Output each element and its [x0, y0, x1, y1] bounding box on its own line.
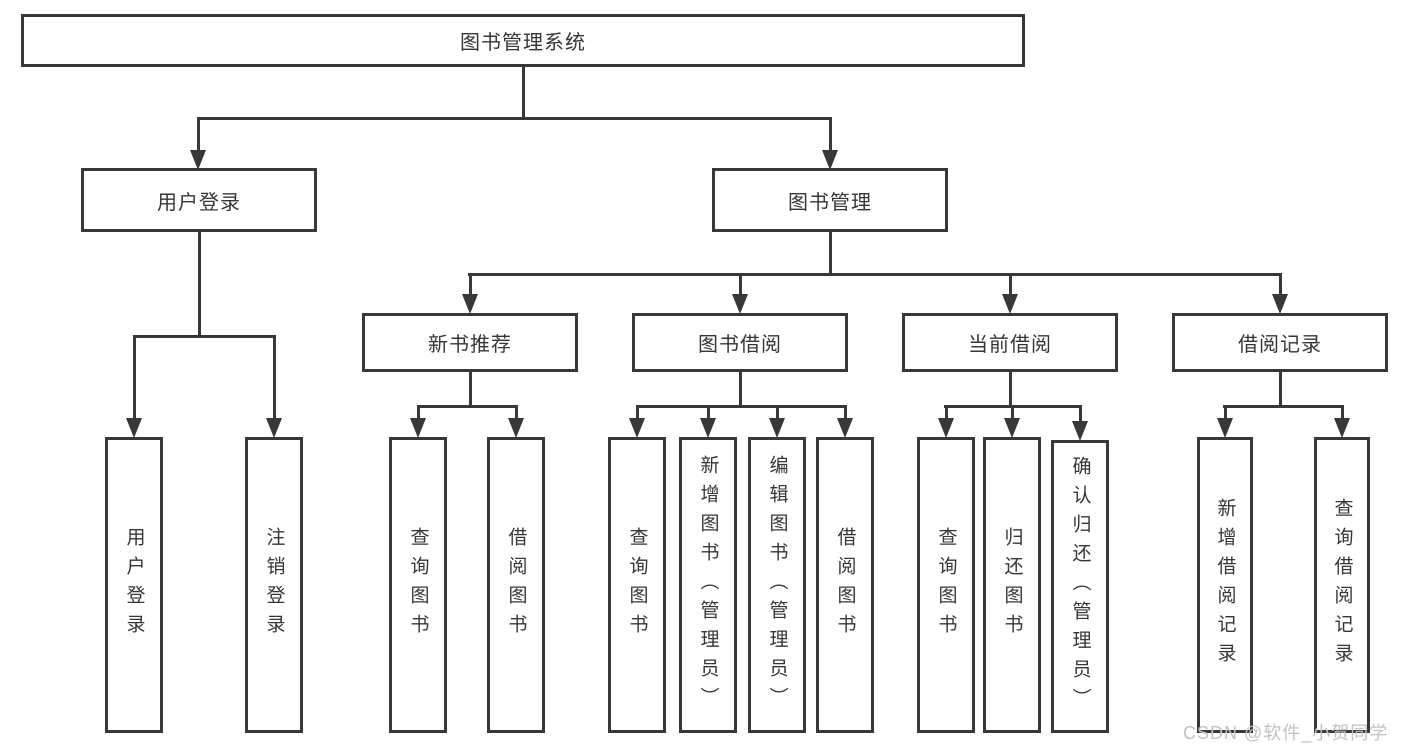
arrowhead-down-icon — [1272, 294, 1288, 314]
node-leaf-add-borrow-record: 新增借阅记录 — [1197, 437, 1253, 733]
node-label: 确认归还（管理员） — [1069, 456, 1091, 717]
node-leaf-query-books-2: 查询图书 — [608, 437, 666, 733]
connector-line — [1278, 372, 1282, 408]
node-leaf-borrow-books-2: 借阅图书 — [816, 437, 874, 733]
node-leaf-query-books-1: 查询图书 — [389, 437, 447, 733]
node-leaf-user-login: 用户登录 — [105, 437, 163, 733]
connector-line — [738, 372, 742, 408]
arrowhead-down-icon — [769, 418, 785, 438]
node-leaf-confirm-return-admin: 确认归还（管理员） — [1051, 440, 1109, 733]
node-new-book-recommend: 新书推荐 — [362, 313, 578, 372]
connector-line — [416, 408, 420, 418]
connector-line — [468, 372, 472, 408]
connector-line — [521, 67, 525, 120]
connector-line — [468, 273, 1282, 276]
connector-line — [738, 276, 742, 294]
node-borrow-records: 借阅记录 — [1172, 313, 1388, 372]
connector-line — [272, 338, 276, 418]
arrowhead-down-icon — [1334, 418, 1350, 438]
connector-line — [944, 408, 948, 418]
node-label: 归还图书 — [1001, 527, 1023, 643]
connector-line — [1008, 276, 1012, 294]
connector-line — [1340, 408, 1344, 418]
node-label: 用户登录 — [123, 527, 145, 643]
connector-line — [828, 232, 832, 276]
arrowhead-down-icon — [822, 150, 838, 170]
arrowhead-down-icon — [1004, 418, 1020, 438]
node-leaf-borrow-books-1: 借阅图书 — [487, 437, 545, 733]
arrowhead-down-icon — [190, 150, 206, 170]
node-book-borrow: 图书借阅 — [632, 313, 848, 372]
node-label: 借阅图书 — [834, 527, 856, 643]
connector-line — [1008, 372, 1012, 408]
arrowhead-down-icon — [938, 418, 954, 438]
connector-line — [468, 276, 472, 294]
node-library-system: 图书管理系统 — [21, 14, 1025, 67]
arrowhead-down-icon — [266, 418, 282, 438]
node-leaf-query-books-3: 查询图书 — [917, 437, 975, 733]
node-current-borrow: 当前借阅 — [902, 313, 1118, 372]
node-label: 查询图书 — [935, 527, 957, 643]
arrowhead-down-icon — [462, 294, 478, 314]
node-label: 新增借阅记录 — [1214, 498, 1236, 672]
watermark: CSDN @软件_小贺同学 — [1183, 723, 1389, 743]
connector-line — [514, 408, 518, 418]
arrowhead-down-icon — [508, 418, 524, 438]
node-leaf-logout: 注销登录 — [245, 437, 303, 733]
connector-line — [133, 335, 276, 338]
connector-line — [944, 405, 1082, 408]
arrowhead-down-icon — [126, 418, 142, 438]
connector-line — [828, 120, 832, 150]
arrowhead-down-icon — [1217, 418, 1233, 438]
arrowhead-down-icon — [732, 294, 748, 314]
node-label: 查询借阅记录 — [1331, 498, 1353, 672]
node-leaf-edit-books-admin: 编辑图书（管理员） — [748, 437, 806, 733]
node-label: 编辑图书（管理员） — [766, 454, 788, 716]
node-label: 注销登录 — [263, 527, 285, 643]
node-label: 新增图书（管理员） — [697, 454, 719, 716]
connector-line — [775, 408, 779, 418]
node-book-management: 图书管理 — [712, 168, 948, 232]
connector-line — [1223, 408, 1227, 418]
connector-line — [636, 405, 847, 408]
node-user-login: 用户登录 — [81, 168, 317, 232]
arrowhead-down-icon — [837, 418, 853, 438]
connector-line — [635, 408, 639, 418]
connector-line — [1278, 276, 1282, 294]
connector-line — [197, 232, 201, 338]
connector-line — [1010, 408, 1014, 418]
node-label: 借阅图书 — [505, 527, 527, 643]
arrowhead-down-icon — [1002, 294, 1018, 314]
arrowhead-down-icon — [700, 418, 716, 438]
arrowhead-down-icon — [629, 418, 645, 438]
arrowhead-down-icon — [1072, 421, 1088, 441]
connector-line — [196, 120, 200, 150]
node-leaf-add-books-admin: 新增图书（管理员） — [679, 437, 737, 733]
connector-line — [1223, 405, 1344, 408]
node-leaf-return-books: 归还图书 — [983, 437, 1041, 733]
connector-line — [417, 405, 518, 408]
arrowhead-down-icon — [410, 418, 426, 438]
connector-line — [132, 338, 136, 418]
connector-line — [706, 408, 710, 418]
node-label: 查询图书 — [407, 527, 429, 643]
connector-line — [197, 117, 832, 120]
connector-line — [843, 408, 847, 418]
node-leaf-query-borrow-record: 查询借阅记录 — [1314, 437, 1370, 733]
node-label: 查询图书 — [626, 527, 648, 643]
connector-line — [1078, 408, 1082, 421]
